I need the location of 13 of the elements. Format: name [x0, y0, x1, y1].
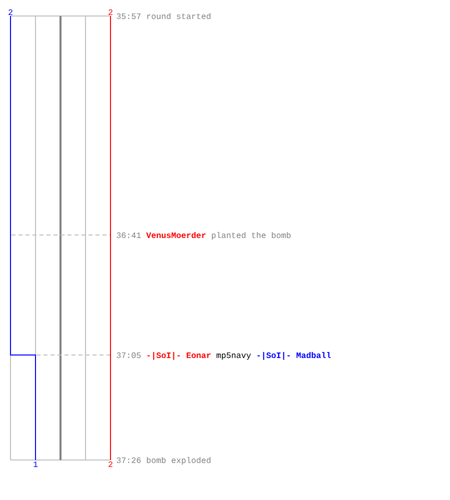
event-time: 37:05: [116, 352, 141, 358]
count-label: 1: [34, 462, 38, 467]
count-label: 2: [8, 9, 12, 15]
event-text: 35:57 round started: [116, 12, 210, 20]
count-label: 2: [108, 9, 112, 15]
player-name: -|SoI|- Madball: [257, 352, 331, 360]
event-text: 37:26 bomb exploded: [116, 456, 210, 465]
event-time: 36:41: [116, 232, 141, 238]
player-name: -|SoI|- Eonar: [148, 352, 211, 360]
weapon-name: mp5navy: [216, 352, 251, 360]
event-text: planted the bomb: [212, 232, 291, 240]
player-name: VenusMoerder: [146, 232, 206, 238]
count-label: 2: [108, 461, 112, 467]
